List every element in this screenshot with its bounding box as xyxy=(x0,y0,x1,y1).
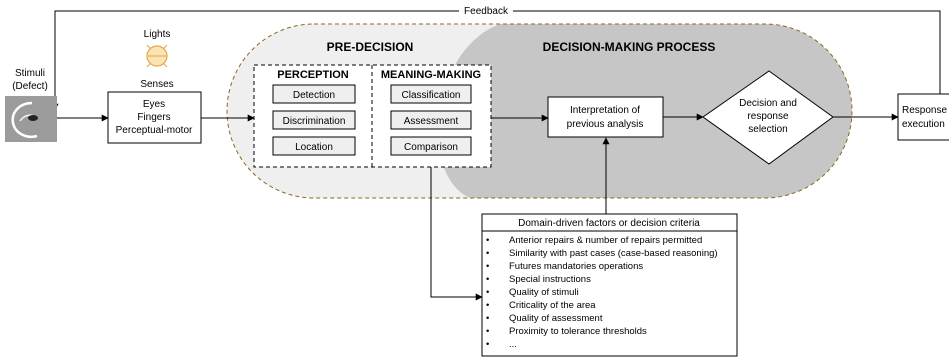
senses-item: Eyes xyxy=(143,99,165,110)
assessment-box xyxy=(390,110,472,130)
bullet-icon: • xyxy=(486,339,489,350)
stimuli-label: Stimuli xyxy=(15,68,45,79)
factor-item: Anterior repairs & number of repairs per… xyxy=(509,235,702,246)
interpretation-box xyxy=(547,96,664,138)
interpretation-text: Interpretation of xyxy=(570,105,640,116)
perception-item: Discrimination xyxy=(283,116,346,127)
decision-text: Decision and xyxy=(739,98,797,109)
response-text: Response xyxy=(902,105,947,116)
pre-decision-dashed-outline xyxy=(226,23,853,199)
response-box xyxy=(897,93,949,141)
factor-item: Similarity with past cases (case-based r… xyxy=(509,248,718,259)
decision-text: selection xyxy=(748,124,787,135)
bullet-icon: • xyxy=(486,261,489,272)
comparison-to-factors-arrow xyxy=(430,167,483,301)
factor-item: Futures mandatories operations xyxy=(509,261,643,272)
response-text: execution xyxy=(902,119,945,130)
bullet-icon: • xyxy=(486,274,489,285)
meaning-item: Comparison xyxy=(404,142,458,153)
meaning-item: Assessment xyxy=(404,116,459,127)
senses-item: Perceptual-motor xyxy=(116,125,193,136)
perception-title: PERCEPTION xyxy=(277,69,349,81)
location-box xyxy=(272,136,356,156)
factor-item: Criticality of the area xyxy=(509,300,596,311)
senses-item: Fingers xyxy=(137,112,170,123)
senses-label: Senses xyxy=(140,79,173,90)
bullet-icon: • xyxy=(486,313,489,324)
bullet-icon: • xyxy=(486,235,489,246)
bullet-icon: • xyxy=(486,326,489,337)
factors-box xyxy=(481,213,738,357)
feedback-label-bg xyxy=(459,5,513,17)
meaning-item: Classification xyxy=(402,90,461,101)
classification-box xyxy=(390,84,472,104)
bullet-icon: • xyxy=(486,248,489,259)
perception-item: Location xyxy=(295,142,333,153)
interpretation-text: previous analysis xyxy=(567,119,644,130)
feedback-label: Feedback xyxy=(464,6,509,17)
factor-item: Quality of assessment xyxy=(509,313,603,324)
lights-label: Lights xyxy=(144,29,171,40)
factors-list: • Anterior repairs & number of repairs p… xyxy=(486,235,718,350)
pre-decision-title: PRE-DECISION xyxy=(327,40,414,54)
factor-item: Quality of stimuli xyxy=(509,287,579,298)
comparison-box xyxy=(390,136,472,156)
decision-text: response xyxy=(747,111,789,122)
bullet-icon: • xyxy=(486,287,489,298)
light-bulb-icon xyxy=(146,44,168,68)
discrimination-box xyxy=(272,110,356,130)
decision-making-title: DECISION-MAKING PROCESS xyxy=(543,40,716,54)
factor-item: ... xyxy=(509,339,517,350)
perception-item: Detection xyxy=(293,90,335,101)
stimuli-sublabel: (Defect) xyxy=(12,81,48,92)
factor-item: Proximity to tolerance thresholds xyxy=(509,326,647,337)
factors-title: Domain-driven factors or decision criter… xyxy=(518,218,700,229)
decision-diamond xyxy=(702,70,834,165)
defect-photo xyxy=(5,96,57,142)
meaning-making-title: MEANING-MAKING xyxy=(381,69,481,81)
factor-item: Special instructions xyxy=(509,274,591,285)
bullet-icon: • xyxy=(486,300,489,311)
detection-box xyxy=(272,84,356,104)
